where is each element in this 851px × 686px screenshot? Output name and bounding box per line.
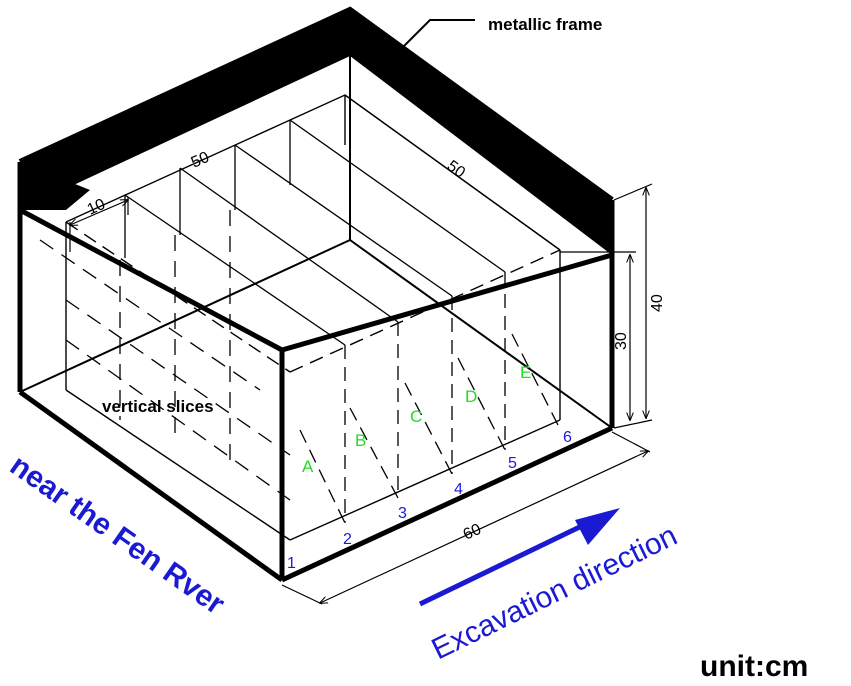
frame-leader	[394, 19, 475, 56]
metallic-frame	[18, 6, 614, 255]
slice-lines	[124, 94, 561, 524]
river-label: near the Fen Rver	[4, 449, 231, 622]
slice-number-1: 1	[287, 555, 296, 572]
dim-slice-width: 50	[189, 149, 212, 172]
outer-box	[17, 10, 615, 583]
zone-label-c: C	[410, 407, 422, 426]
zone-label-b: B	[355, 431, 366, 450]
unit-label: unit:cm	[700, 650, 808, 683]
slice-number-4: 4	[454, 481, 463, 498]
dim-height-inner: 30	[613, 332, 630, 350]
top-rim	[18, 207, 613, 353]
dim-base: 60	[461, 521, 484, 544]
slice-number-5: 5	[508, 455, 517, 472]
slice-number-3: 3	[398, 505, 407, 522]
excavation-arrow	[418, 508, 620, 607]
zone-label-e: E	[520, 363, 531, 382]
slice-number-6: 6	[563, 429, 572, 446]
dim-height-outer: 40	[649, 294, 666, 312]
hidden-lines	[39, 210, 291, 501]
zone-label-d: D	[465, 387, 477, 406]
dim-box-length: 50	[444, 157, 468, 181]
slices-label: vertical slices	[102, 397, 214, 416]
frame-label: metallic frame	[488, 15, 602, 34]
slice-number-2: 2	[343, 531, 352, 548]
zone-label-a: A	[302, 457, 314, 476]
dim-spacing: 10	[85, 196, 108, 219]
dimension-lines	[70, 183, 653, 605]
